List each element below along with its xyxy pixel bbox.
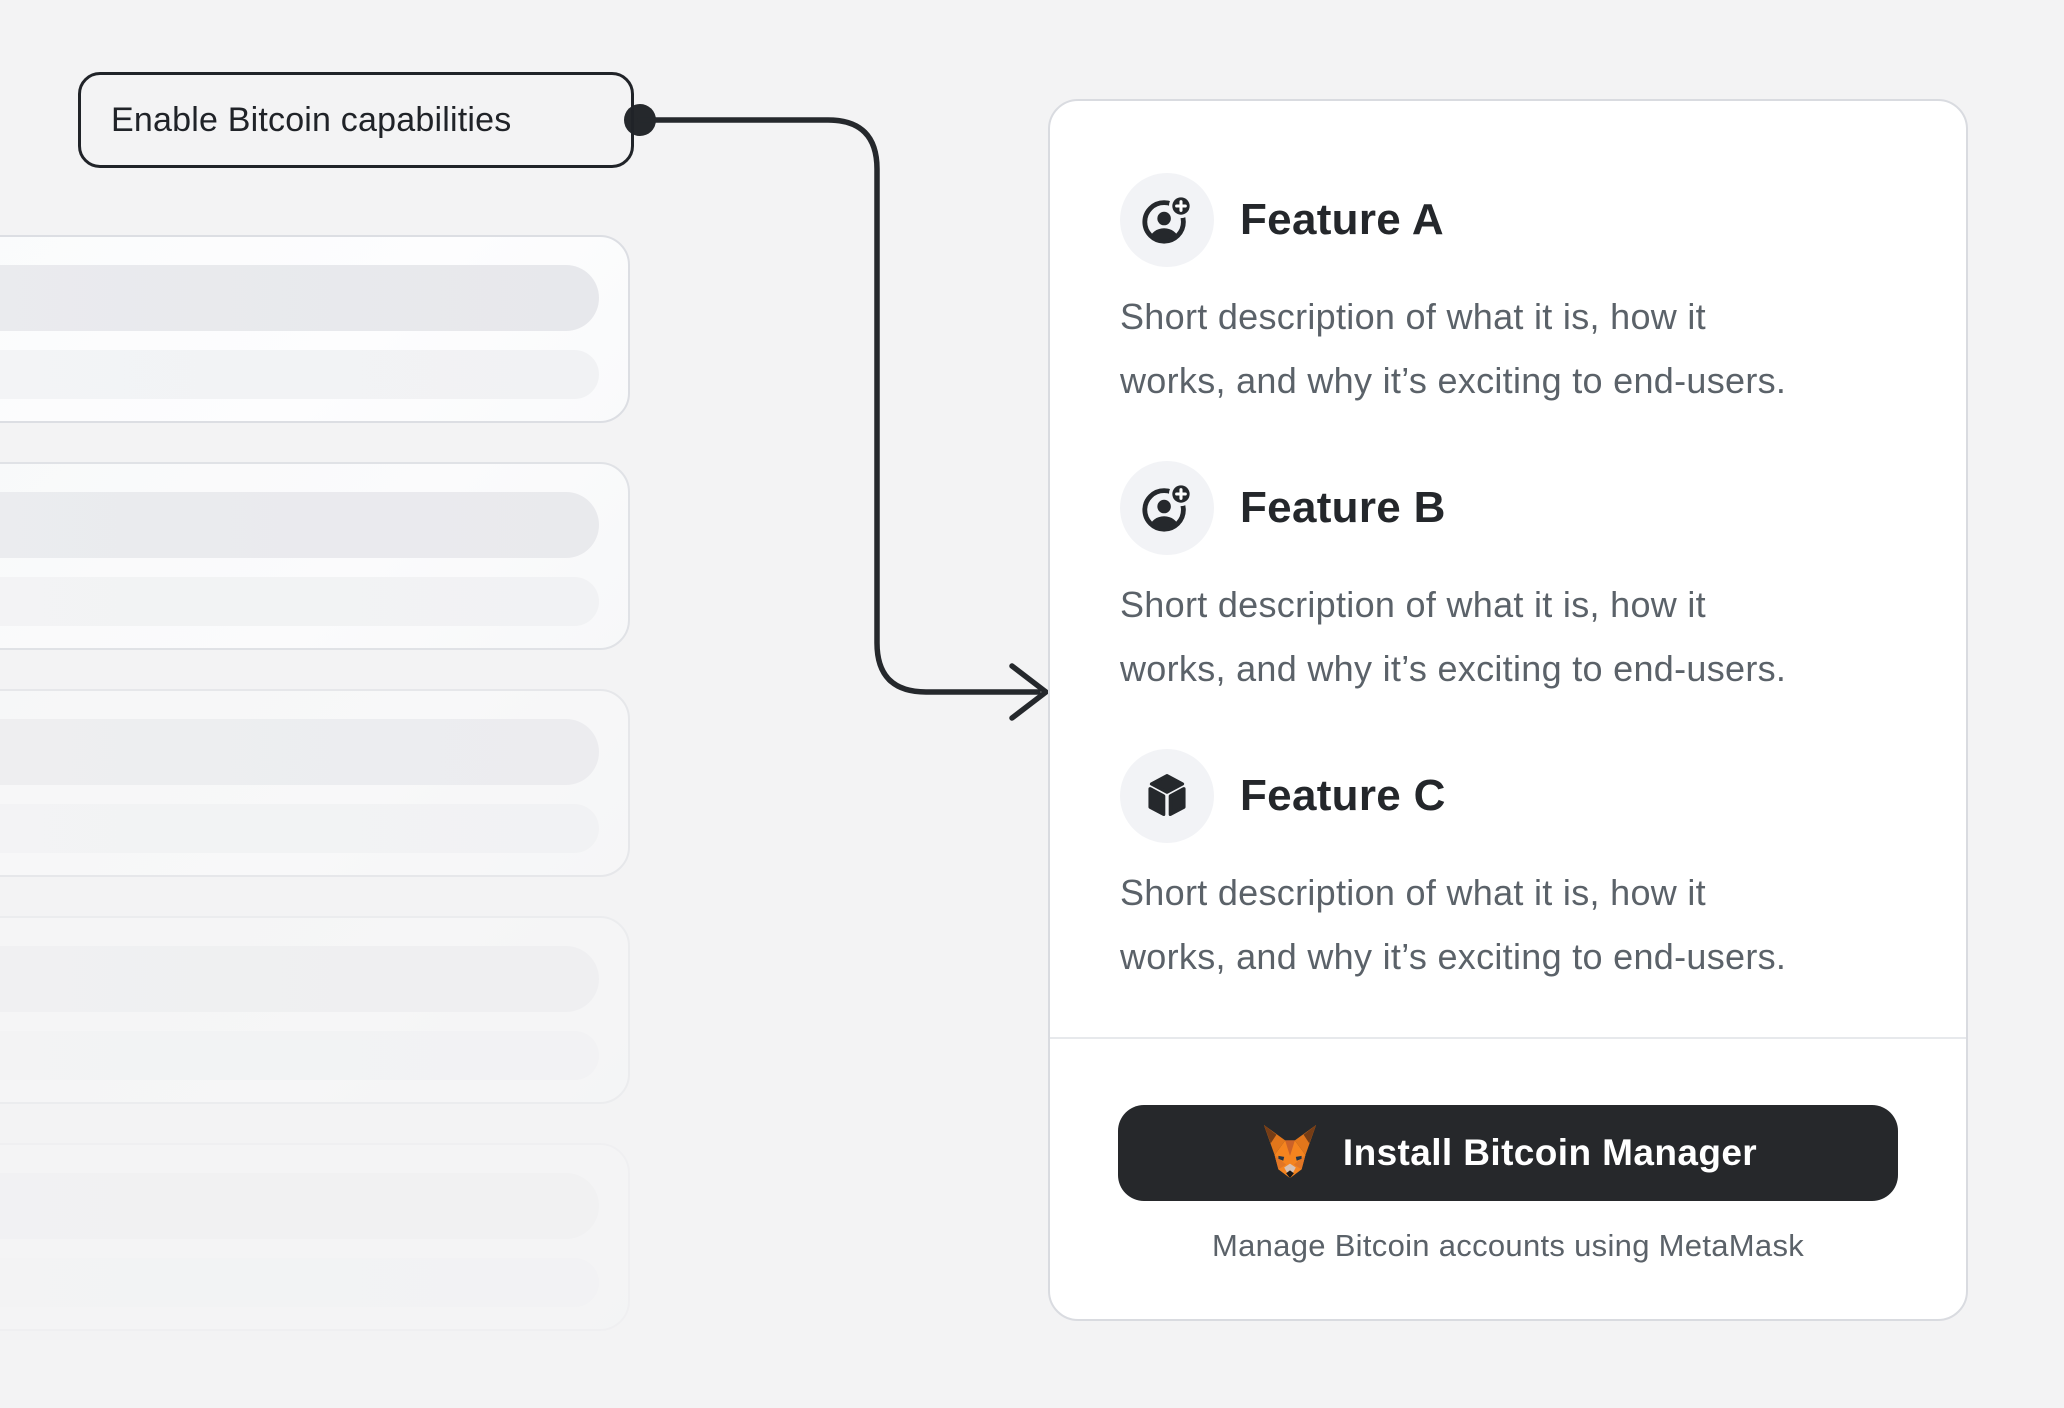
callout-label: Enable Bitcoin capabilities xyxy=(78,72,634,168)
panel-caption: Manage Bitcoin accounts using MetaMask xyxy=(1211,1228,1805,1263)
feature-row-a: Feature A Short description of what it i… xyxy=(1120,173,1896,413)
skeleton-bar xyxy=(0,1173,599,1239)
feature-description: Short description of what it is, how it … xyxy=(1120,296,1787,401)
panel-divider xyxy=(1050,1037,1966,1039)
skeleton-bar xyxy=(0,350,599,399)
feature-row-c: Feature C Short description of what it i… xyxy=(1120,749,1896,989)
skeleton-bar xyxy=(0,492,599,558)
feature-row-b: Feature B Short description of what it i… xyxy=(1120,461,1896,701)
skeleton-bar xyxy=(0,577,599,626)
callout-label-text: Enable Bitcoin capabilities xyxy=(111,100,512,139)
skeleton-card xyxy=(0,235,630,423)
install-button-label: Install Bitcoin Manager xyxy=(1342,1132,1758,1173)
skeleton-card xyxy=(0,916,630,1104)
skeleton-bar xyxy=(0,804,599,853)
feature-b-icon-chip xyxy=(1120,461,1214,555)
feature-panel: Feature A Short description of what it i… xyxy=(1048,99,1968,1321)
feature-description: Short description of what it is, how it … xyxy=(1120,872,1787,977)
skeleton-card xyxy=(0,1143,630,1331)
skeleton-bar xyxy=(0,719,599,785)
skeleton-card xyxy=(0,462,630,650)
feature-a-icon-chip xyxy=(1120,173,1214,267)
feature-title: Feature B xyxy=(1240,483,1446,532)
feature-list: Feature A Short description of what it i… xyxy=(1050,101,1966,989)
skeleton-card xyxy=(0,689,630,877)
feature-title: Feature C xyxy=(1240,771,1446,820)
feature-b-header: Feature B xyxy=(1120,461,1896,555)
panel-footer: Install Bitcoin Manager Manage Bitcoin a… xyxy=(1050,1039,1966,1319)
user-add-icon xyxy=(1142,481,1194,532)
feature-c-icon-chip xyxy=(1120,749,1214,843)
install-bitcoin-manager-button[interactable]: Install Bitcoin Manager xyxy=(1118,1105,1898,1201)
skeleton-bar xyxy=(0,265,599,331)
skeleton-bar xyxy=(0,1258,599,1307)
user-add-icon xyxy=(1142,193,1194,244)
skeleton-bar xyxy=(0,1031,599,1080)
cube-icon xyxy=(1148,774,1186,817)
skeleton-card-list xyxy=(0,235,630,1370)
feature-a-header: Feature A xyxy=(1120,173,1896,267)
feature-c-header: Feature C xyxy=(1120,749,1896,843)
skeleton-bar xyxy=(0,946,599,1012)
feature-title: Feature A xyxy=(1240,195,1445,244)
feature-description: Short description of what it is, how it … xyxy=(1120,584,1787,689)
metamask-fox-icon xyxy=(1263,1124,1316,1179)
